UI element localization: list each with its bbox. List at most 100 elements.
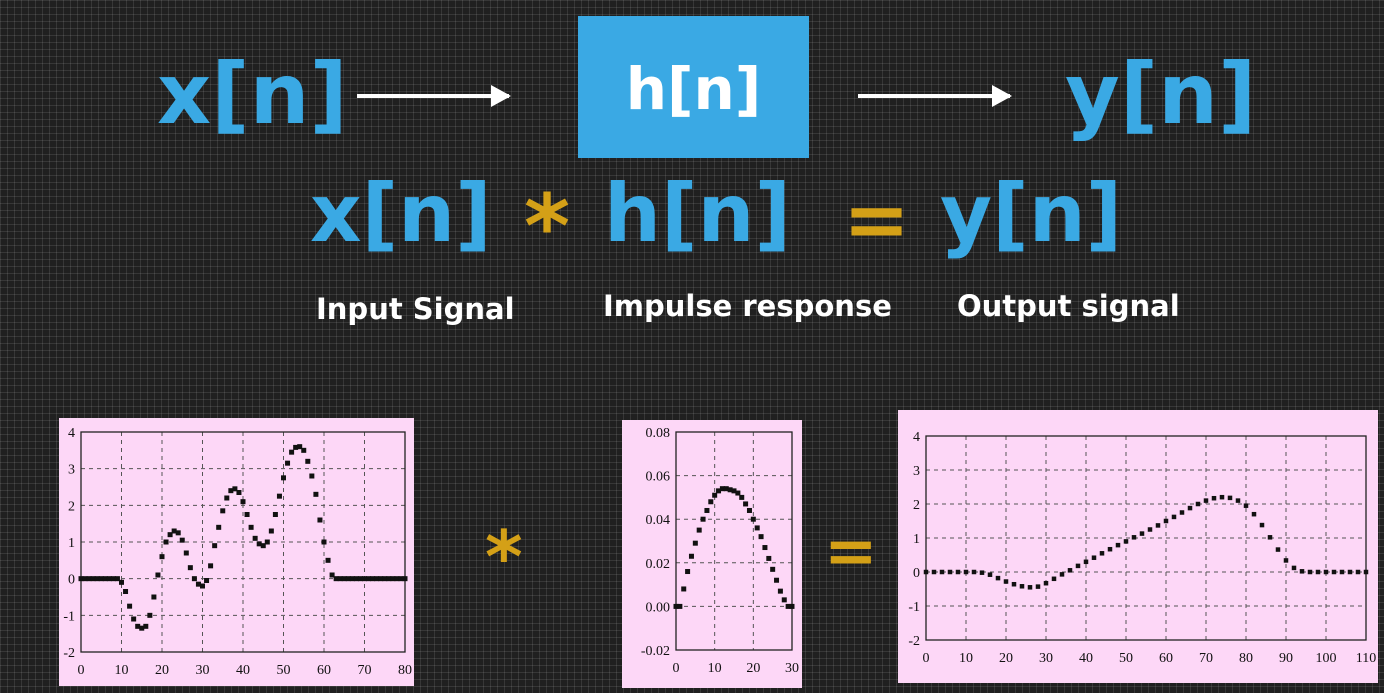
data-point	[264, 539, 270, 545]
data-point	[971, 569, 977, 575]
data-point	[256, 541, 262, 547]
x-tick-label: 0	[673, 661, 680, 676]
data-point	[94, 576, 100, 582]
data-point	[232, 486, 238, 492]
data-point	[781, 597, 787, 603]
data-point	[1035, 584, 1041, 589]
data-point	[1267, 535, 1273, 540]
data-point	[1179, 510, 1185, 515]
x-tick-label: 10	[959, 651, 973, 666]
data-point	[739, 494, 745, 500]
data-point	[224, 495, 230, 501]
data-point	[1139, 531, 1145, 536]
y-tick-label: 3	[68, 463, 75, 478]
data-point	[750, 516, 756, 522]
input-arrow	[357, 85, 511, 107]
x-tick-label: 70	[358, 663, 372, 678]
data-point	[110, 576, 116, 582]
data-point	[1235, 498, 1241, 503]
y-tick-label: -0.02	[641, 644, 670, 659]
data-point	[704, 507, 710, 513]
y-tick-label: 1	[913, 532, 920, 547]
data-point	[719, 486, 725, 492]
data-point	[955, 569, 961, 575]
data-point	[1131, 535, 1137, 540]
equation-output: y[n]	[940, 167, 1123, 260]
data-point	[147, 612, 153, 618]
data-point	[204, 578, 210, 583]
data-point	[1307, 569, 1313, 575]
data-point	[1043, 580, 1049, 586]
x-tick-label: 40	[236, 663, 250, 678]
y-tick-label: 0.08	[646, 426, 671, 441]
data-point	[1187, 505, 1193, 511]
impulse-response-label: Impulse response	[603, 289, 892, 323]
data-point	[119, 579, 124, 585]
data-point	[939, 569, 945, 575]
y-tick-label: 0.04	[646, 513, 671, 528]
data-point	[244, 512, 250, 517]
data-point	[143, 623, 149, 629]
data-point	[345, 576, 351, 582]
data-point	[995, 575, 1001, 581]
x-tick-label: 20	[746, 661, 760, 676]
data-point	[685, 569, 691, 575]
data-point	[770, 566, 776, 572]
x-tick-label: 30	[1039, 651, 1053, 666]
data-point	[735, 490, 741, 496]
data-point	[337, 576, 343, 582]
data-point	[163, 539, 169, 545]
data-point	[1211, 495, 1217, 501]
data-point	[1107, 546, 1113, 552]
data-point	[963, 569, 969, 575]
data-point	[135, 623, 141, 629]
data-point	[1299, 569, 1305, 574]
data-point	[1331, 569, 1337, 575]
plot-frame	[80, 431, 406, 653]
data-point	[90, 576, 96, 582]
y-tick-label: -2	[63, 646, 75, 661]
y-tick-label: 0	[68, 573, 75, 588]
data-point	[123, 589, 129, 594]
data-point	[98, 576, 104, 582]
data-point	[774, 577, 780, 583]
data-point	[86, 576, 92, 582]
y-tick-label: -1	[908, 600, 920, 615]
x-tick-label: 80	[398, 663, 412, 678]
data-point	[325, 557, 331, 563]
data-point	[378, 576, 384, 582]
data-point	[696, 527, 702, 533]
data-point	[1099, 551, 1105, 556]
data-point	[716, 488, 722, 494]
data-point	[1051, 576, 1057, 582]
data-point	[1067, 568, 1073, 573]
x-tick-label: 110	[1356, 651, 1376, 666]
data-point	[402, 576, 408, 582]
data-point	[712, 492, 718, 498]
data-point	[1083, 559, 1089, 565]
data-point	[923, 569, 929, 575]
data-point	[329, 572, 335, 578]
data-point	[743, 501, 749, 507]
data-point	[1323, 569, 1329, 575]
data-point	[240, 499, 246, 505]
data-point	[313, 491, 319, 497]
data-point	[746, 507, 752, 513]
data-point	[167, 532, 173, 538]
data-point	[333, 576, 339, 582]
x-tick-label: 10	[115, 663, 129, 678]
data-point	[220, 508, 226, 514]
data-point	[1363, 569, 1369, 575]
data-point	[390, 576, 396, 582]
x-tick-label: 40	[1079, 651, 1093, 666]
bottom-convolution-operator: *	[485, 515, 523, 599]
data-point	[175, 530, 181, 536]
data-point	[382, 576, 388, 582]
data-point	[187, 565, 193, 571]
data-point	[987, 572, 993, 577]
data-point	[301, 447, 307, 453]
x-tick-label: 60	[317, 663, 331, 678]
data-point	[723, 486, 729, 492]
data-point	[1203, 498, 1209, 503]
